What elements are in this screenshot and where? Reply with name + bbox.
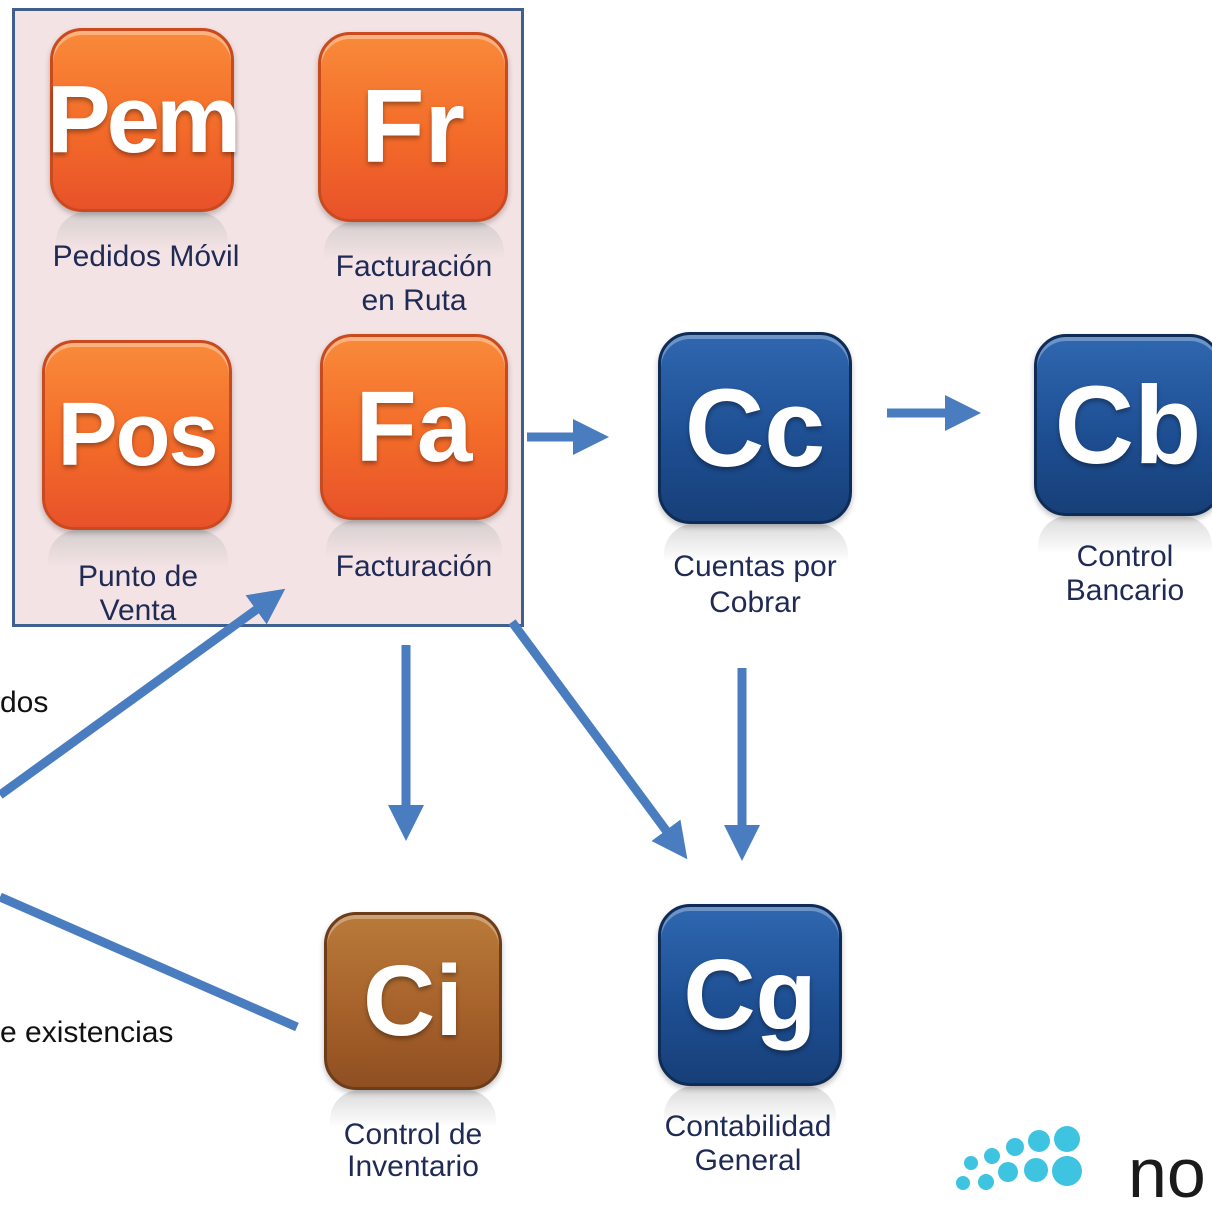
cg-label-line1: Contabilidad bbox=[664, 1110, 832, 1143]
cc-label-line2: Cobrar bbox=[709, 586, 801, 619]
logo-dots-icon bbox=[950, 1126, 1110, 1190]
fa-label: Facturación bbox=[335, 550, 493, 583]
tile-reflection bbox=[56, 212, 228, 250]
tile-reflection bbox=[48, 530, 228, 568]
pem-icon: Pem bbox=[47, 28, 241, 212]
side-text-upper: dos bbox=[0, 686, 49, 719]
tile-reflection bbox=[664, 1086, 836, 1124]
logo-text: no bbox=[1128, 1134, 1206, 1212]
tile-reflection bbox=[1038, 516, 1212, 554]
ci-icon: Ci bbox=[324, 912, 502, 1090]
tile-reflection bbox=[664, 524, 848, 562]
cc-label-line1: Cuentas por bbox=[673, 550, 837, 583]
cb-label-line2: Bancario bbox=[1065, 574, 1185, 607]
fr-icon: Fr bbox=[318, 32, 508, 222]
tile-reflection bbox=[326, 520, 502, 558]
fr-label-line1: Facturación bbox=[335, 250, 493, 283]
cb-icon: Cb bbox=[1034, 334, 1212, 516]
diagram-canvas: Pem Pedidos Móvil Fr Facturación en Ruta… bbox=[0, 8, 1212, 1208]
ci-label-line2: Inventario bbox=[347, 1150, 479, 1183]
arrow-group-to-cg bbox=[508, 619, 688, 860]
pos-icon: Pos bbox=[42, 340, 232, 530]
fr-label-line2: en Ruta bbox=[361, 284, 467, 317]
pos-label-line2: Venta bbox=[99, 594, 177, 627]
ci-label-line1: Control de bbox=[343, 1118, 483, 1151]
arrow-left-to-fa bbox=[0, 588, 286, 799]
flow-arrows bbox=[0, 395, 981, 1032]
cg-icon: Cg bbox=[658, 904, 842, 1086]
side-text-lower: e existencias bbox=[0, 1016, 174, 1049]
fa-icon: Fa bbox=[320, 334, 508, 520]
pem-label: Pedidos Móvil bbox=[52, 240, 240, 273]
cc-icon: Cc bbox=[658, 332, 852, 524]
line-left-to-ci bbox=[0, 892, 299, 1032]
tile-reflection bbox=[330, 1090, 496, 1128]
tile-reflection bbox=[324, 222, 504, 260]
cb-label-line1: Control bbox=[1076, 540, 1174, 573]
cg-label-line2: General bbox=[694, 1144, 802, 1177]
pos-label-line1: Punto de bbox=[77, 560, 199, 593]
